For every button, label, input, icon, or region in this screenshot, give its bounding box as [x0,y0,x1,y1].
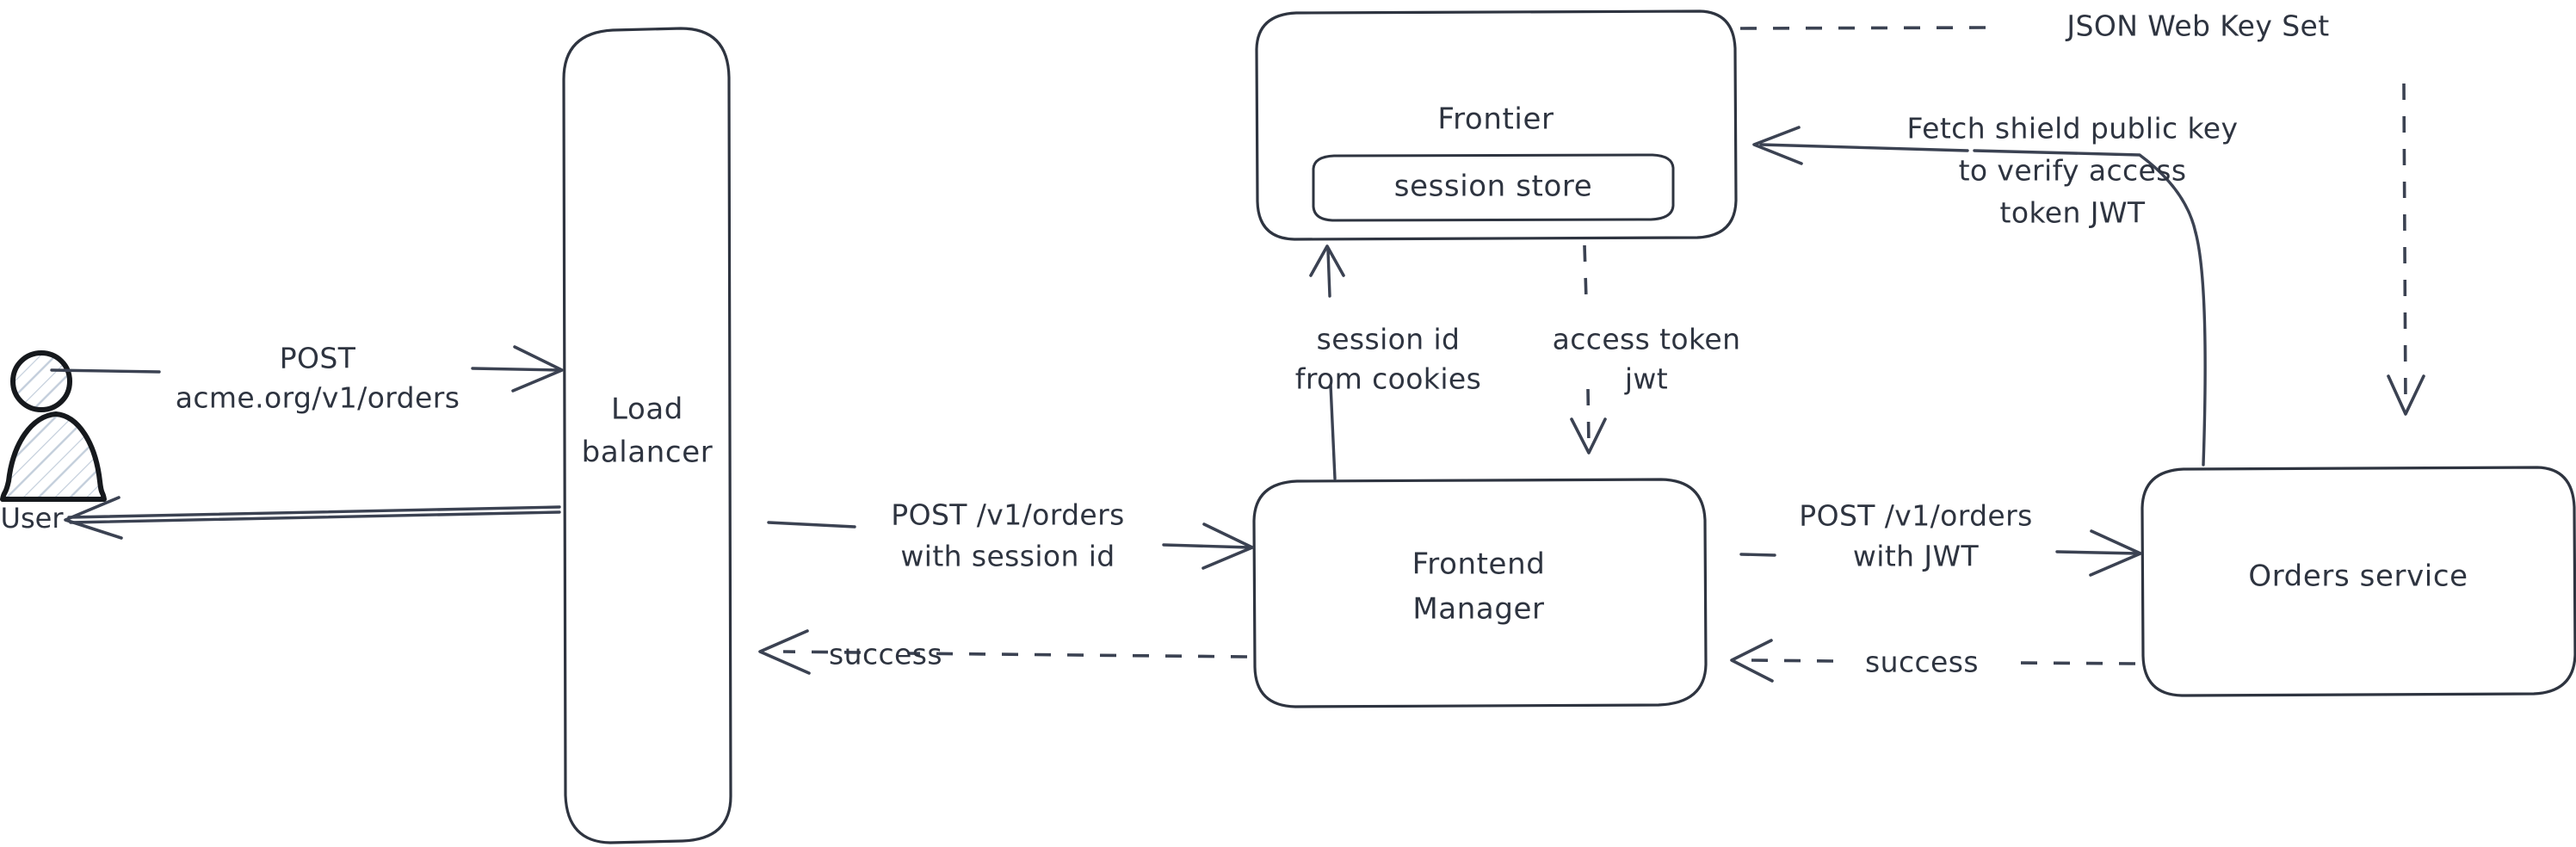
node-frontier[interactable]: Frontier session store [1255,9,1738,241]
edge-frontend-manager-to-orders-service[interactable]: POST /v1/orders with JWT [1739,499,2142,577]
edge-fm-to-frontier-label-line1: session id [1317,323,1461,356]
edge-load-balancer-to-frontend-manager[interactable]: POST /v1/orders with session id [767,498,1254,573]
edge-orders-to-frontier-label-line1: Fetch shield public key [1907,112,2239,145]
node-load-balancer[interactable]: Load balancer [562,27,732,844]
edge-orders-to-fm-success-label: success [1865,646,1979,679]
edge-frontend-manager-to-load-balancer-success[interactable]: success [758,629,1248,675]
edge-fm-to-frontier-label-line2: from cookies [1295,362,1481,396]
edge-lb-to-fm-label-line1: POST /v1/orders [891,498,1124,532]
edge-user-to-lb-label-line1: POST [280,342,356,375]
edge-frontend-manager-to-frontier[interactable]: session id from cookies [1295,244,1481,480]
node-load-balancer-label-line1: Load [611,393,683,427]
edge-user-to-lb-label-line2: acme.org/v1/orders [176,381,460,415]
edge-load-balancer-to-user[interactable] [64,496,561,540]
edge-fm-to-orders-label-line1: POST /v1/orders [1799,499,2032,533]
actor-user[interactable]: User [0,350,107,535]
edge-frontier-to-frontend-manager[interactable]: access token jwt [1553,244,1741,454]
edge-orders-service-to-frontier-fetch[interactable]: Fetch shield public key to verify access… [1752,112,2239,467]
edge-fm-to-lb-success-label: success [829,638,942,671]
edge-frontier-to-fm-label-line2: jwt [1624,362,1668,396]
node-session-store-label: session store [1394,170,1592,204]
person-icon [0,350,107,502]
edge-lb-to-fm-label-line2: with session id [900,540,1115,573]
node-orders-service[interactable]: Orders service [2140,466,2576,697]
edge-frontier-to-fm-label-line1: access token [1553,323,1741,356]
edge-orders-to-frontier-label-line2: to verify access [1959,154,2187,188]
edge-frontier-to-orders-service-jwks[interactable]: JSON Web Key Set [1739,9,2425,416]
node-orders-service-label: Orders service [2248,560,2468,594]
edge-user-to-load-balancer[interactable]: POST acme.org/v1/orders [50,342,564,415]
node-frontend-manager-label-line2: Manager [1412,592,1544,627]
node-frontier-label: Frontier [1437,102,1554,137]
edge-orders-service-to-frontend-manager-success[interactable]: success [1730,639,2136,683]
node-frontend-manager[interactable]: Frontend Manager [1252,478,1708,708]
edge-fm-to-orders-label-line2: with JWT [1853,540,1980,573]
actor-user-label: User [1,502,65,535]
node-frontend-manager-label-line1: Frontend [1412,547,1546,582]
edge-orders-to-frontier-label-line3: token JWT [2000,196,2146,230]
node-session-store[interactable]: session store [1312,153,1675,222]
node-load-balancer-label-line2: balancer [582,436,713,470]
edge-frontier-to-orders-jwks-label: JSON Web Key Set [2065,9,2329,43]
